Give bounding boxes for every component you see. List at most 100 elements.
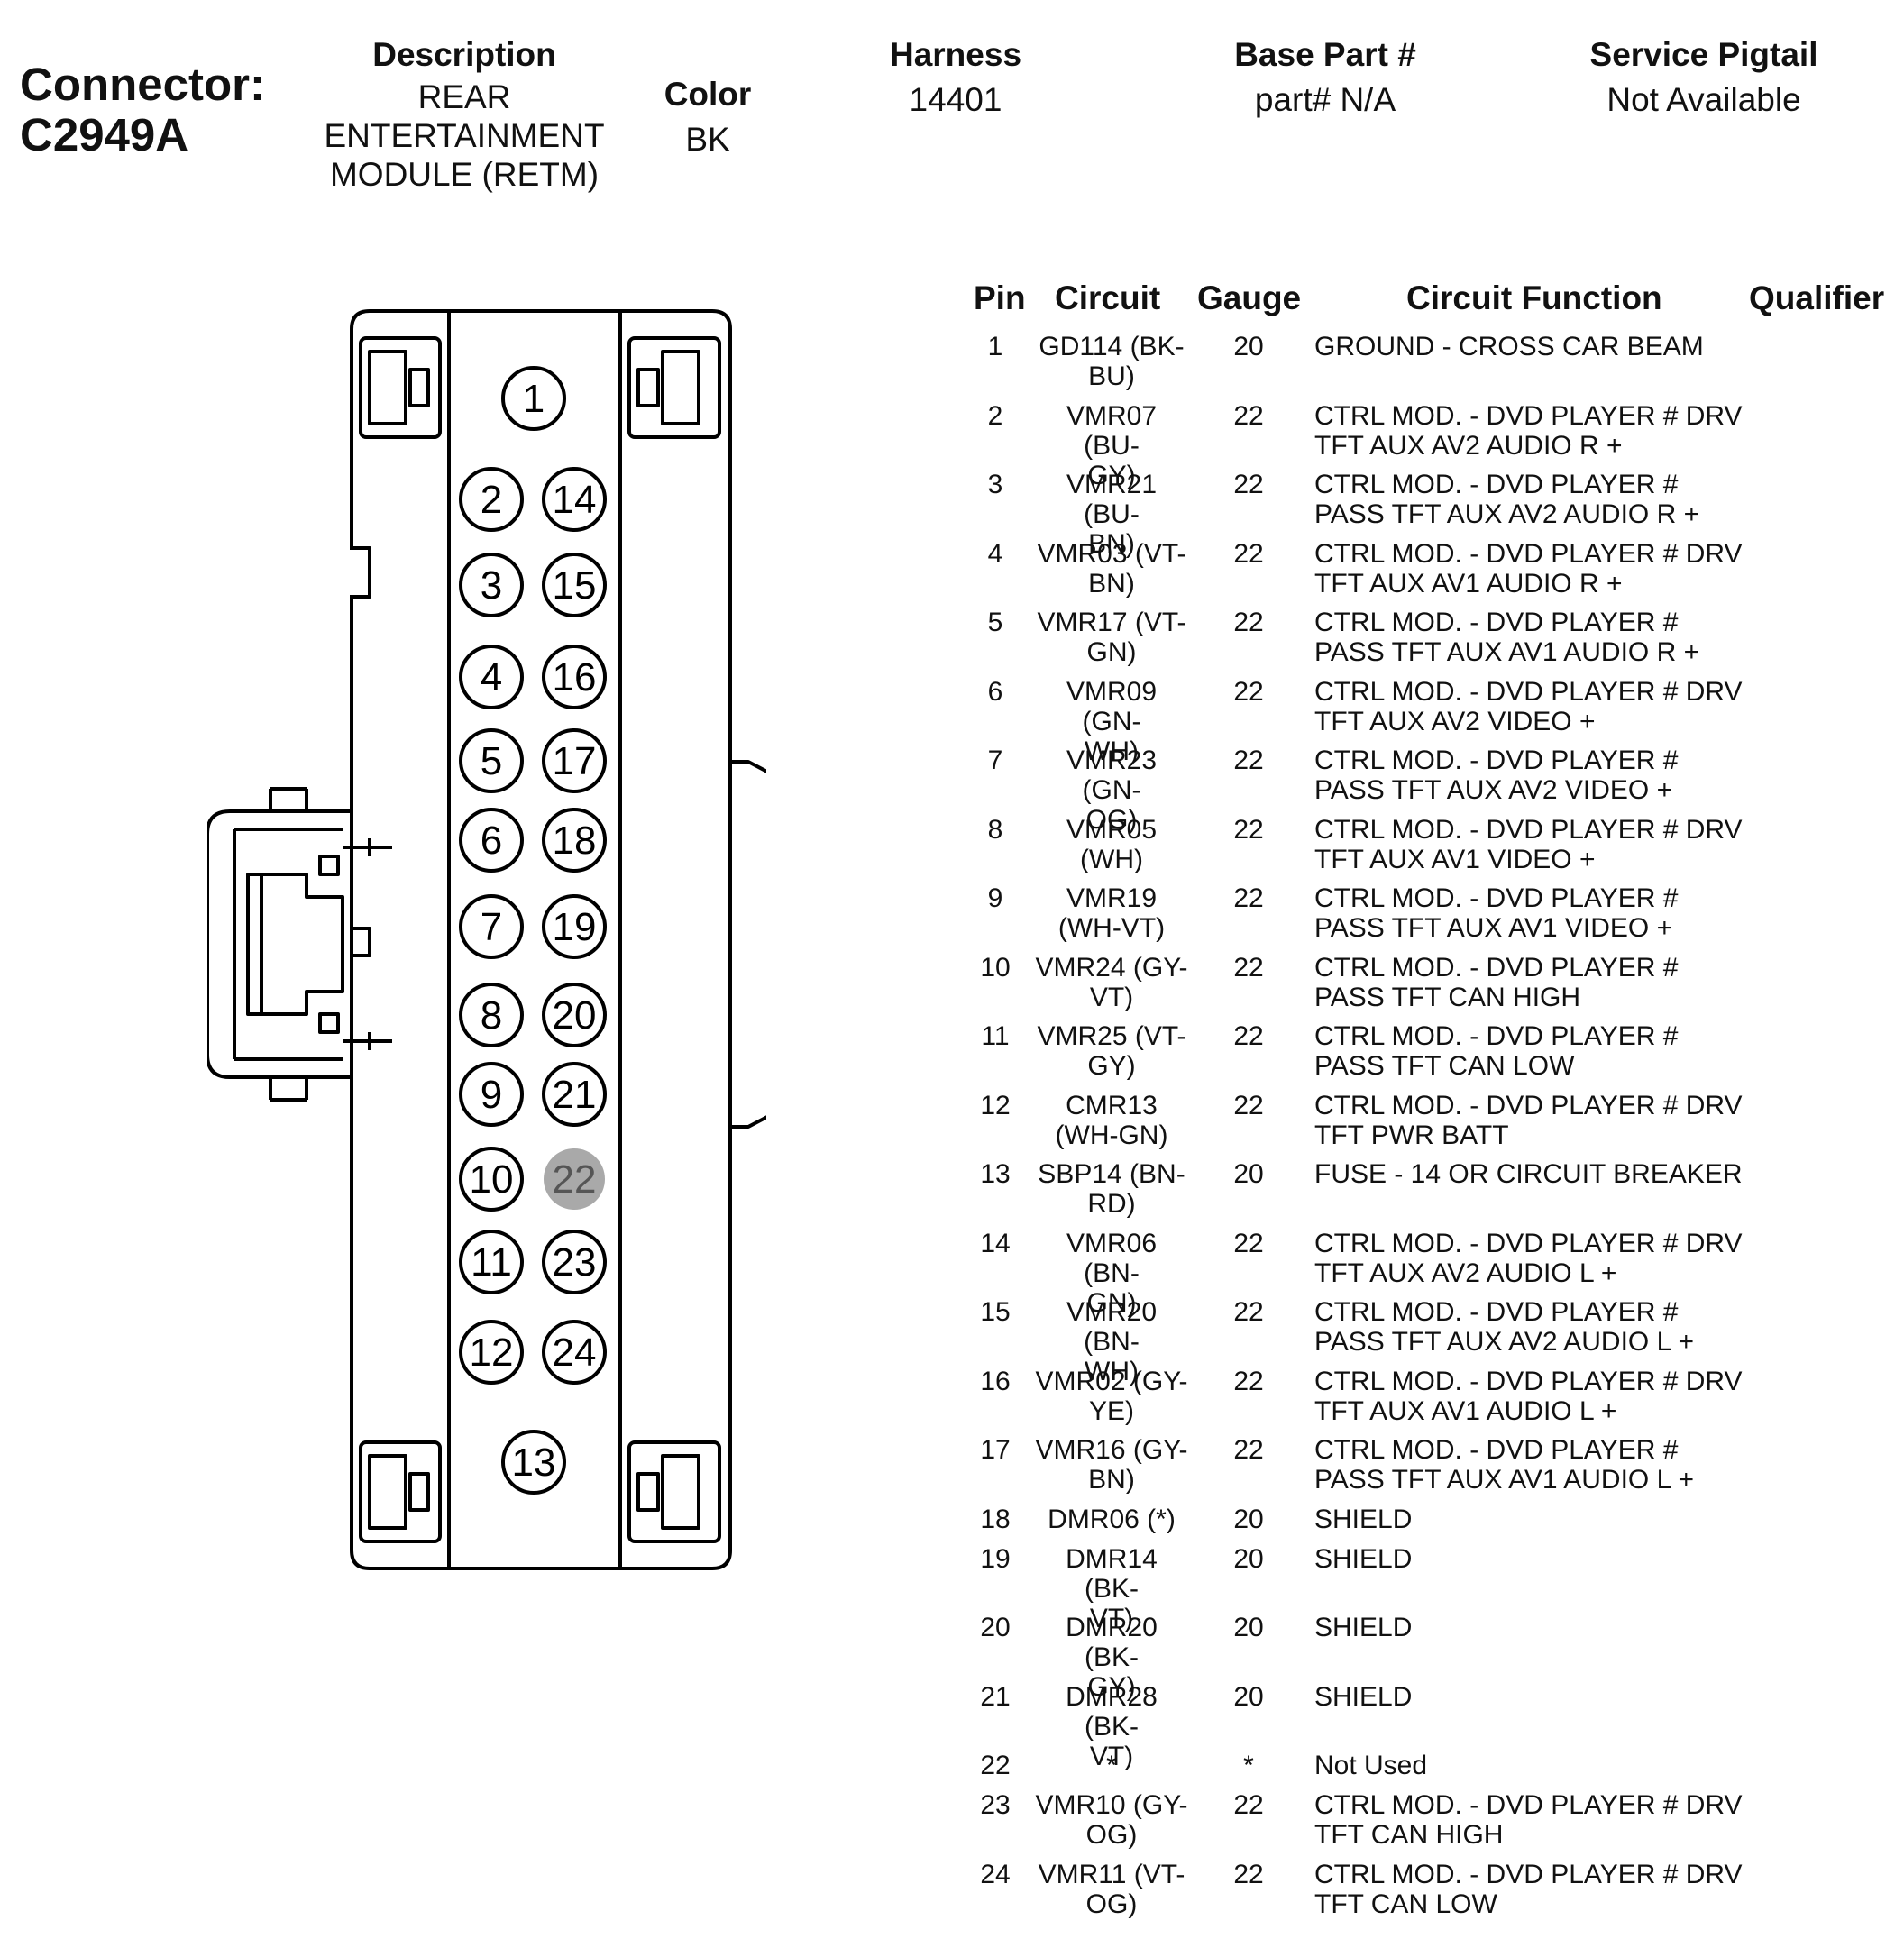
pin-circle (459, 645, 524, 709)
pin-circle (542, 1062, 607, 1127)
pin-circle (542, 728, 607, 793)
circuit-cell-line: VMR03 (VT- (1037, 538, 1186, 569)
gauge-cell: 20 (1233, 1159, 1264, 1189)
latch-bottom-right (627, 1440, 721, 1543)
pin-6: 6 (459, 808, 524, 873)
function-cell-line: PASS TFT AUX AV1 AUDIO R + (1314, 637, 1700, 667)
gauge-cell: 22 (1233, 608, 1264, 637)
function-cell-line: CTRL MOD. - DVD PLAYER # DRV (1314, 400, 1743, 431)
pin-8: 8 (459, 983, 524, 1047)
function-cell: FUSE - 14 OR CIRCUIT BREAKER (1314, 1159, 1765, 1189)
circuit-cell: SBP14 (BN-RD) (1035, 1159, 1188, 1219)
function-cell: CTRL MOD. - DVD PLAYER #PASS TFT AUX AV1… (1314, 1435, 1765, 1495)
pin-label: 21 (553, 1073, 597, 1117)
harness-value: 14401 (909, 81, 1002, 118)
pin-label: 22 (553, 1157, 597, 1202)
circuit-cell-line: GY) (1087, 460, 1136, 490)
color-value: BK (685, 121, 730, 158)
color-label: Color (664, 76, 752, 113)
circuit-cell-line: VMR21 (BU- (1066, 470, 1158, 529)
circuit-cell: VMR02 (GY-YE) (1035, 1367, 1188, 1426)
pin-label: 18 (553, 819, 597, 863)
function-cell-line: CTRL MOD. - DVD PLAYER # (1314, 1021, 1679, 1051)
function-cell-line: CTRL MOD. - DVD PLAYER # (1314, 883, 1679, 913)
circuit-cell: VMR17 (VT-GN) (1035, 608, 1188, 667)
circuit-cell: VMR11 (VT-OG) (1035, 1860, 1188, 1919)
pin-10: 10 (459, 1147, 524, 1212)
circuit-cell: VMR25 (VT-GY) (1035, 1021, 1188, 1081)
pin-9: 9 (459, 1062, 524, 1127)
pin-circle (501, 366, 566, 431)
pin-circle (542, 1230, 607, 1294)
pin-cell: 18 (980, 1504, 1011, 1534)
gauge-cell: 22 (1233, 538, 1264, 569)
circuit-cell-line: VMR20 (BN- (1066, 1297, 1158, 1357)
circuit-cell-line: VT) (1089, 982, 1134, 1012)
function-cell: Not Used (1314, 1751, 1765, 1780)
function-cell-line: PASS TFT AUX AV1 AUDIO L + (1314, 1465, 1695, 1495)
circuit-cell-line: DMR06 (*) (1048, 1504, 1176, 1534)
gauge-cell: 22 (1233, 470, 1264, 499)
circuit-cell: VMR19(WH-VT) (1035, 883, 1188, 943)
gauge-cell: 20 (1233, 1613, 1264, 1642)
circuit-cell-line: VMR11 (VT- (1038, 1859, 1185, 1889)
function-cell-line: CTRL MOD. - DVD PLAYER # DRV (1314, 1366, 1743, 1396)
harness-label: Harness (889, 36, 1022, 73)
function-cell-line: CTRL MOD. - DVD PLAYER # (1314, 745, 1679, 775)
gauge-cell: 22 (1233, 1790, 1264, 1820)
gauge-cell: 22 (1233, 1297, 1264, 1327)
circuit-cell: VMR24 (GY-VT) (1035, 953, 1188, 1012)
left-lock-tab (207, 809, 352, 1079)
function-cell-line: CTRL MOD. - DVD PLAYER # DRV (1314, 1090, 1743, 1120)
function-cell-line: CTRL MOD. - DVD PLAYER # DRV (1314, 676, 1743, 707)
circuit-cell: DMR20 (BK-GY) (1035, 1613, 1188, 1702)
pin-label: 5 (481, 739, 502, 783)
pin-label: 17 (553, 739, 597, 783)
pin-19: 19 (542, 894, 607, 959)
pin-cell: 19 (980, 1543, 1011, 1574)
pin-circle (542, 894, 607, 959)
circuit-cell-line: DMR20 (BK- (1066, 1613, 1158, 1672)
function-cell-line: CTRL MOD. - DVD PLAYER # (1314, 1435, 1679, 1465)
pin-cell: 7 (987, 745, 1003, 775)
pin-circle (459, 467, 524, 532)
pin-label: 13 (512, 1440, 556, 1485)
circuit-cell-line: YE) (1088, 1395, 1134, 1426)
pin-circle (459, 1147, 524, 1212)
latch-top-left (359, 336, 442, 439)
circuit-cell-line: CMR13 (1066, 1090, 1158, 1120)
pin-5: 5 (459, 728, 524, 793)
function-cell: CTRL MOD. - DVD PLAYER #PASS TFT AUX AV2… (1314, 745, 1765, 805)
gauge-cell: 22 (1233, 1435, 1264, 1465)
circuit-cell-line: BN) (1088, 568, 1135, 599)
circuit-cell-line: VMR10 (GY- (1035, 1790, 1188, 1820)
circuit-cell: CMR13(WH-GN) (1035, 1091, 1188, 1150)
gauge-cell: 22 (1233, 1859, 1264, 1889)
function-cell: CTRL MOD. - DVD PLAYER #PASS TFT CAN HIG… (1314, 953, 1765, 1012)
function-cell-line: PASS TFT CAN LOW (1314, 1051, 1575, 1081)
gauge-cell: 22 (1233, 745, 1264, 775)
pin-label: 11 (471, 1240, 512, 1285)
pin-cell: 8 (987, 814, 1003, 845)
circuit-cell-line: VMR09 (GN- (1066, 676, 1158, 736)
circuit-cell: VMR05(WH) (1035, 815, 1188, 874)
circuit-cell-line: (WH-GN) (1055, 1120, 1168, 1150)
function-cell-line: TFT AUX AV1 VIDEO + (1314, 844, 1596, 874)
function-cell-line: PASS TFT CAN HIGH (1314, 982, 1581, 1012)
circuit-cell: VMR10 (GY-OG) (1035, 1790, 1188, 1850)
pin-23: 23 (542, 1230, 607, 1294)
circuit-cell-line: BN) (1088, 529, 1135, 559)
pin-cell: 4 (987, 538, 1003, 569)
pin-label: 23 (553, 1240, 597, 1285)
pin-cell: 21 (980, 1681, 1011, 1712)
connector-id: C2949A (20, 109, 189, 160)
circuit-cell-line: GN) (1086, 637, 1137, 667)
pin-label: 9 (481, 1073, 502, 1117)
function-cell-line: FUSE - 14 OR CIRCUIT BREAKER (1314, 1159, 1743, 1189)
pin-13: 13 (501, 1430, 566, 1495)
circuit-cell-line: GY) (1087, 1672, 1136, 1702)
pin-cell: 11 (981, 1021, 1010, 1051)
